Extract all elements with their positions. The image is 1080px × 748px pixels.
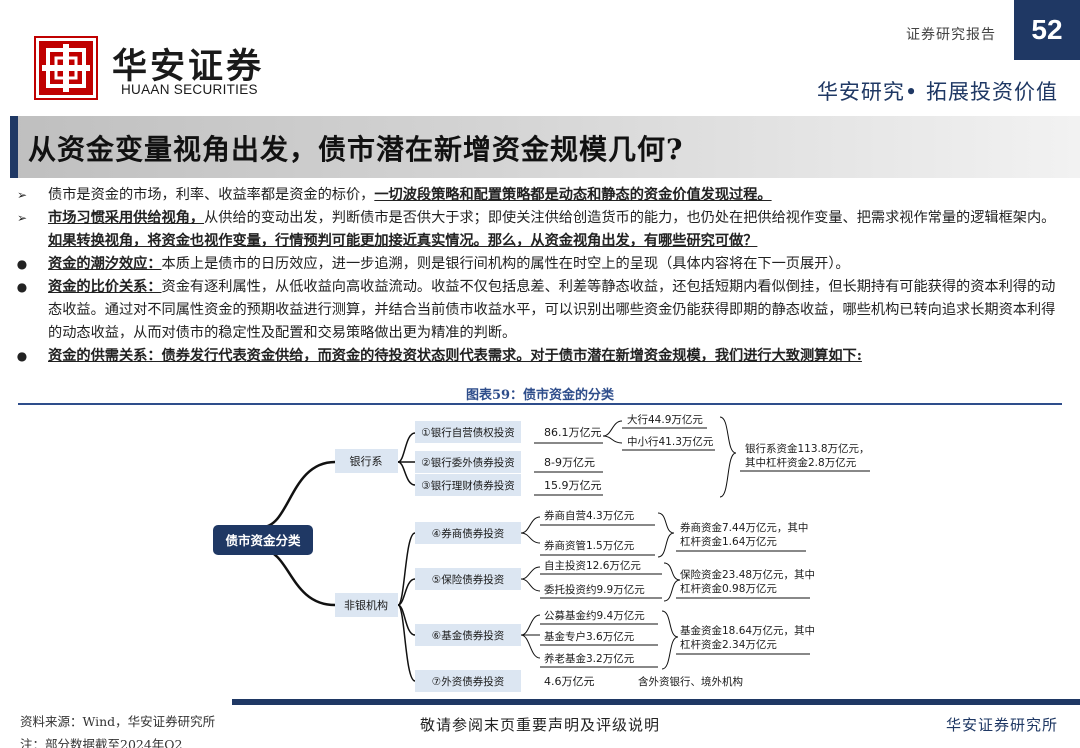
data-note: 注：部分数据截至2024年Q2 — [20, 737, 183, 748]
nonbank-item-label: ⑦外资债券投资 — [432, 675, 504, 688]
logo-text-en: HUAAN SECURITIES — [121, 82, 258, 97]
arrow-bullet-icon: ➢ — [16, 211, 28, 225]
bullet-item: ➢ 市场习惯采用供给视角，从供给的变动出发，判断债市是否供大于求；即使关注供给创… — [10, 207, 1062, 253]
bank-group-node — [335, 449, 398, 473]
bullet-list: ➢ 债市是资金的市场，利率、收益率都是资金的标价，一切波段策略和配置策略都是动态… — [10, 184, 1062, 368]
bullet-item: ● 资金的供需关系：债券发行代表资金供给，而资金的待投资状态则代表需求。对于债市… — [10, 345, 1062, 368]
bank-item-label: ③银行理财债券投资 — [421, 479, 514, 492]
nonbank-total-label: 保险资金23.48万亿元，其中 — [680, 568, 815, 581]
disclaimer-text: 敬请参阅末页重要声明及评级说明 — [419, 716, 660, 734]
connector-root-nonbank — [261, 548, 336, 607]
bank-total-label: 其中杠杆资金2.8万亿元 — [745, 456, 857, 469]
arrow-bullet-icon: ➢ — [16, 188, 28, 202]
bank-item-node — [415, 474, 521, 496]
nonbank-total-label: 杠杆资金1.64万亿元 — [680, 535, 777, 548]
figure-top-rule — [18, 403, 1062, 405]
bank-item-node — [415, 421, 521, 443]
bullet-item: ● 资金的潮汐效应：本质上是债市的日历效应，进一步追溯，则是银行间机构的属性在时… — [10, 253, 1062, 276]
nonbank-sub-label: 券商自营4.3万亿元 — [544, 509, 635, 522]
footer-brand: 华安证券研究所 — [945, 716, 1058, 734]
dot-bullet-icon: ● — [16, 257, 28, 271]
bank-item-label: ②银行委外债券投资 — [421, 456, 514, 469]
root-node — [213, 525, 313, 555]
bullet-item: ➢ 债市是资金的市场，利率、收益率都是资金的标价，一切波段策略和配置策略都是动态… — [10, 184, 1062, 207]
dot-bullet-icon: ● — [16, 280, 28, 294]
nonbank-item-note: 含外资银行、境外机构 — [638, 675, 743, 688]
page-number: 52 — [1014, 0, 1080, 60]
nonbank-sub-label: 券商资管1.5万亿元 — [544, 539, 635, 552]
bank-group-label: 银行系 — [350, 454, 383, 468]
nonbank-total-label: 券商资金7.44万亿元，其中 — [680, 521, 808, 534]
nonbank-item-node — [415, 568, 521, 590]
bullet-emphasis: 一切波段策略和配置策略都是动态和静态的资金价值发现过程。 — [374, 187, 772, 203]
bank-item-label: ①银行自营债权投资 — [421, 426, 514, 439]
nonbank-sub-label: 自主投资12.6万亿元 — [544, 559, 641, 572]
bullet-emphasis: 资金的潮汐效应： — [48, 256, 162, 272]
nonbank-item-node — [415, 522, 521, 544]
bullet-emphasis: 资金的比价关系： — [48, 279, 162, 295]
huaan-logo-icon — [34, 36, 98, 100]
nonbank-item-value: 4.6万亿元 — [544, 675, 595, 688]
bank-item-node — [415, 451, 521, 473]
bank-item-value: 8-9万亿元 — [544, 456, 595, 469]
figure-caption: 图表59：债市资金的分类 — [465, 388, 615, 403]
nonbank-sub-label: 养老基金3.2万亿元 — [544, 652, 635, 665]
nonbank-item-node — [415, 670, 521, 692]
nonbank-item-label: ⑤保险债券投资 — [432, 573, 504, 586]
nonbank-total-label: 杠杆资金0.98万亿元 — [680, 582, 777, 595]
title-accent-bar — [10, 116, 18, 178]
nonbank-total-label: 杠杆资金2.34万亿元 — [680, 638, 777, 651]
bank-item-value: 86.1万亿元 — [544, 426, 602, 439]
bullet-emphasis: 市场习惯采用供给视角， — [48, 210, 205, 226]
logo-text-cn: 华安证券 — [112, 46, 265, 87]
bullet-text: 债市是资金的市场，利率、收益率都是资金的标价， — [48, 187, 375, 203]
nonbank-sub-label: 委托投资约9.9万亿元 — [544, 583, 645, 596]
figure-bottom-rule — [232, 699, 1080, 705]
page-title: 从资金变量视角出发，债市潜在新增资金规模几何? — [28, 133, 684, 166]
title-band — [10, 116, 1080, 178]
source-note: 资料来源：Wind，华安证券研究所 — [20, 714, 216, 729]
root-node-label: 债市资金分类 — [225, 533, 301, 548]
nonbank-sub-label: 基金专户3.6万亿元 — [544, 630, 635, 643]
header-slogan: 华安研究• 拓展投资价值 — [816, 80, 1058, 104]
nonbank-sub-label: 公募基金约9.4万亿元 — [544, 609, 645, 622]
bullet-text: 本质上是债市的日历效应，进一步追溯，则是银行间机构的属性在时空上的呈现（具体内容… — [161, 256, 850, 272]
bank-item-value: 15.9万亿元 — [544, 479, 602, 492]
dot-bullet-icon: ● — [16, 349, 28, 363]
bullet-emphasis: 如果转换视角，将资金也视作变量，行情预判可能更加接近真实情况。那么，从资金视角出… — [48, 233, 758, 249]
bank-split-label: 大行44.9万亿元 — [627, 413, 703, 426]
connector-root-bank — [261, 460, 336, 529]
bank-total-label: 银行系资金113.8万亿元， — [745, 442, 870, 455]
nonbank-group-label: 非银机构 — [344, 598, 388, 612]
bullet-item: ● 资金的比价关系：资金有逐利属性，从低收益向高收益流动。收益不仅包括息差、利差… — [10, 276, 1062, 345]
nonbank-item-label: ④券商债券投资 — [432, 527, 504, 540]
bullet-text: 从供给的变动出发，判断债市是否供大于求；即使关注供给创造货币的能力，也仍处在把供… — [204, 210, 1056, 226]
nonbank-total-label: 基金资金18.64万亿元，其中 — [680, 624, 815, 637]
bank-split-label: 中小行41.3万亿元 — [627, 435, 714, 448]
bullet-text: 资金有逐利属性，从低收益向高收益流动。收益不仅包括息差、利差等静态收益，还包括短… — [48, 279, 1056, 341]
fund-classification-mindmap: 债市资金分类 银行系 非银机构 ①银行自营债权投资 ②银行委外债券投资 ③银行理… — [213, 413, 870, 692]
report-type-label: 证券研究报告 — [906, 27, 996, 43]
nonbank-item-label: ⑥基金债券投资 — [432, 629, 504, 642]
nonbank-group-node — [335, 593, 398, 617]
bullet-emphasis: 资金的供需关系：债券发行代表资金供给，而资金的待投资状态则代表需求。对于债市潜在… — [48, 348, 862, 364]
nonbank-item-node — [415, 624, 521, 646]
